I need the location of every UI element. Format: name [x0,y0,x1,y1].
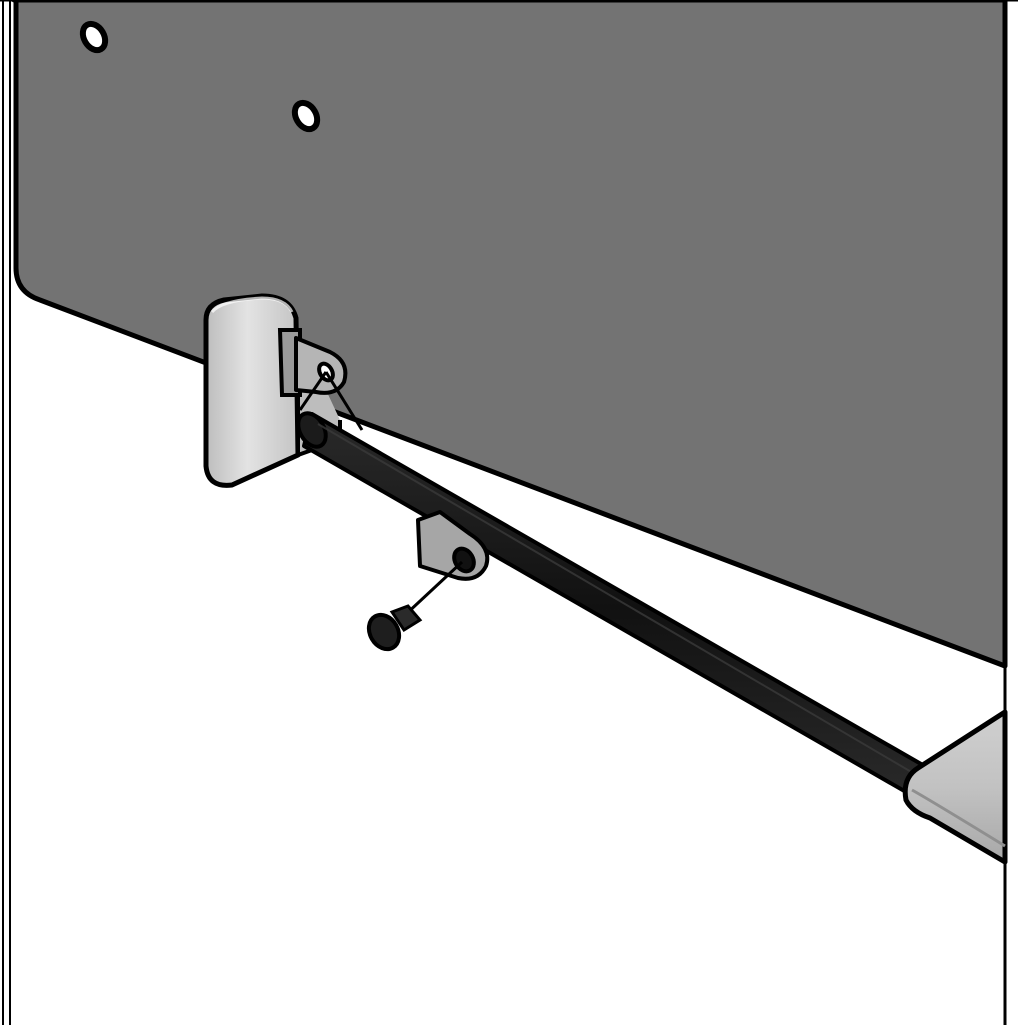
guide-line [402,560,464,618]
screw-icon [366,604,423,652]
cabinet-panel [11,0,1008,669]
rod-icon [296,411,937,802]
mounting-hole [79,20,109,54]
bracket-icon [277,328,364,431]
support-foot-icon [902,709,1008,865]
mounting-hole [291,99,321,133]
bracket-icon [416,510,490,581]
